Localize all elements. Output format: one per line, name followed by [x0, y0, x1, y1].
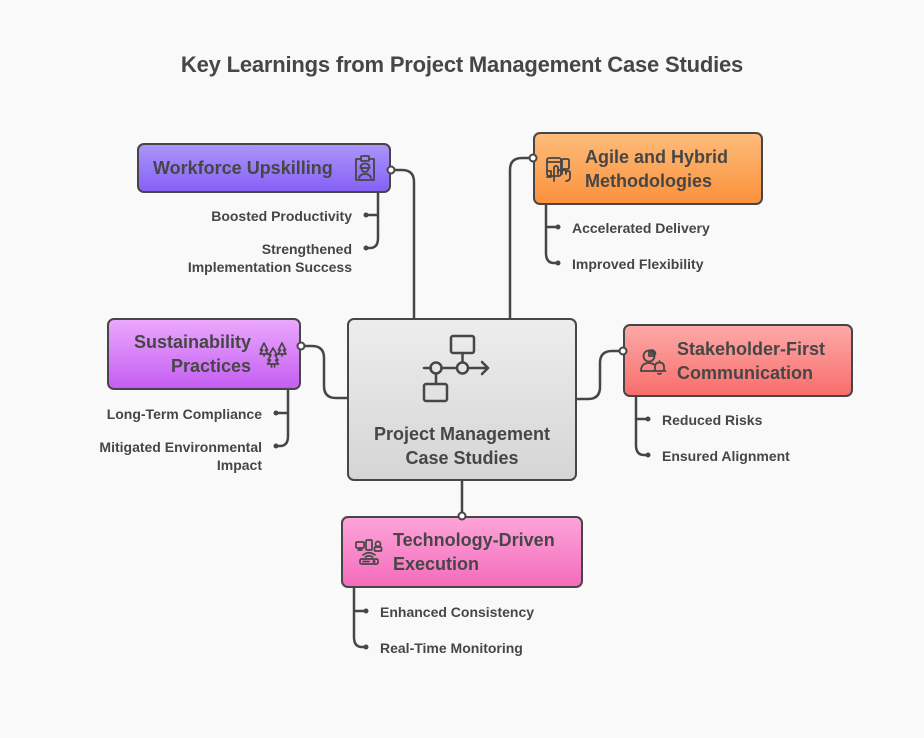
branch-label-line1: Sustainability: [133, 332, 251, 352]
connector-workforce: [389, 168, 416, 320]
sub-item-label: Accelerated Delivery: [572, 220, 710, 236]
branch-node-stakeholder-first-communication: Stakeholder-First Communication: [623, 324, 853, 397]
bullet-dot: [273, 410, 279, 416]
sub-item-label: Reduced Risks: [662, 412, 763, 428]
worker-badge-icon: [351, 154, 379, 182]
bullet-dot: [363, 212, 369, 218]
trees-icon: [259, 340, 287, 368]
central-node-label: Project Management Case Studies: [374, 422, 550, 470]
bullet-dot: [645, 452, 651, 458]
branch-label-line2: Execution: [393, 554, 480, 574]
sub-item-label: Boosted Productivity: [211, 208, 352, 224]
sub-item-label: Mitigated Environmental Impact: [99, 438, 262, 474]
sub-item-label: Long-Term Compliance: [106, 406, 262, 422]
connector-agile: [508, 156, 535, 320]
branch-label-line1: Stakeholder-First: [677, 338, 826, 359]
bullet-dot: [363, 608, 369, 614]
sub-item-label: Improved Flexibility: [572, 256, 704, 272]
sub-connector-technology: [352, 586, 368, 649]
sub-connector-sustainability: [274, 388, 290, 448]
central-label-line1: Project Management: [373, 424, 551, 444]
branch-label-line2: Communication: [677, 362, 814, 383]
sub-connector-workforce: [364, 191, 380, 250]
sub-item-label: Ensured Alignment: [662, 448, 790, 464]
central-label-line2: Case Studies: [405, 448, 519, 468]
branch-label-line2: Methodologies: [585, 170, 712, 191]
branch-label: Sustainability Practices: [134, 330, 251, 378]
branch-label-line1: Technology-Driven: [393, 530, 555, 550]
branch-label-line2: Practices: [170, 356, 251, 376]
bullet-dot: [645, 416, 651, 422]
bullet-dot: [555, 260, 561, 266]
bullet-dot: [363, 245, 369, 251]
branch-node-sustainability-practices: Sustainability Practices: [107, 318, 301, 390]
bullet-dot: [363, 644, 369, 650]
sub-item-label: Strengthened Implementation Success: [188, 240, 352, 276]
user-bell-icon: [639, 347, 667, 375]
branch-label: Workforce Upskilling: [153, 158, 333, 178]
branch-label: Stakeholder-First Communication: [677, 337, 825, 385]
branch-node-agile-hybrid: Agile and Hybrid Methodologies: [533, 132, 763, 205]
connector-stakeholder: [575, 349, 625, 401]
sub-item-line: Impact: [216, 457, 262, 473]
sub-item-line: Implementation Success: [187, 259, 352, 275]
central-node: Project Management Case Studies: [347, 318, 577, 481]
branch-label: Technology-Driven Execution: [393, 528, 555, 576]
sub-connector-stakeholder: [634, 395, 650, 457]
bullet-dot: [555, 224, 561, 230]
sub-item-line: Strengthened: [261, 241, 352, 257]
branch-label-line1: Agile and Hybrid: [585, 146, 729, 167]
sub-item-label: Enhanced Consistency: [380, 604, 535, 620]
branch-node-workforce-upskilling: Workforce Upskilling: [137, 143, 391, 193]
diagram-title: Key Learnings from Project Management Ca…: [180, 52, 744, 77]
sub-item-label: Real-Time Monitoring: [380, 640, 523, 656]
branch-node-technology-driven-execution: Technology-Driven Execution: [341, 516, 583, 588]
connector-sustainability: [299, 344, 349, 400]
sub-item-line: Mitigated Environmental: [99, 439, 262, 455]
branch-label: Agile and Hybrid Methodologies: [585, 145, 728, 193]
sub-connector-agile: [544, 203, 560, 265]
devices-hand-icon: [545, 155, 573, 183]
network-devices-icon: [355, 538, 383, 566]
bullet-dot: [273, 443, 279, 449]
process-flow-icon: [422, 334, 502, 414]
